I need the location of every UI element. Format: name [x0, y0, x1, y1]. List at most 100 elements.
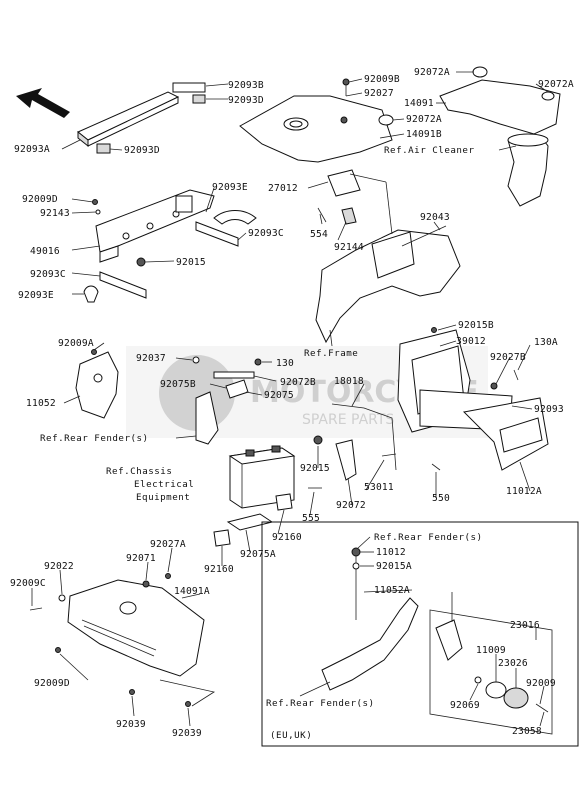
bracket-body: [95, 189, 215, 253]
cover-14091: [378, 66, 561, 207]
bolt-92043: [401, 225, 447, 247]
ref-chassis-3: Equipment: [136, 492, 190, 503]
bolt-92015B-icon: [431, 327, 437, 333]
label-11052A: 11052A: [374, 585, 410, 596]
bolt-554: [317, 207, 327, 223]
battery-terminal-icon: [245, 449, 255, 457]
lens-23026: [503, 687, 529, 709]
region-eu-uk: (EU,UK): [270, 730, 312, 741]
bolt-92009B-icon: [342, 78, 350, 86]
front-direction-arrow-icon: [16, 88, 70, 118]
bolt-130-icon: [254, 358, 262, 366]
bolt-92009A-icon: [91, 349, 97, 355]
lamp-23016: [435, 619, 463, 661]
cover-body: [239, 95, 393, 163]
bracket-edge: [99, 245, 119, 263]
bracket-hole: [146, 222, 154, 230]
label-92160-a: 92160: [272, 532, 302, 543]
label-92075A: 92075A: [240, 549, 276, 560]
label-11012A: 11012A: [506, 486, 542, 497]
rubber-bar-92093A-side: [87, 96, 179, 147]
label-49016: 49016: [30, 246, 60, 257]
label-555: 555: [302, 513, 320, 524]
clamp-92072A-mid-icon: [378, 114, 394, 126]
rubber-pad-92093B: [172, 82, 206, 93]
cover-14091B: [239, 78, 393, 163]
label-92009D-low: 92009D: [34, 678, 70, 689]
label-92143: 92143: [40, 208, 70, 219]
label-14091: 14091: [404, 98, 434, 109]
ref-chassis-1: Ref.Chassis: [106, 466, 172, 477]
ref-rear-fender-1: Ref.Rear Fender(s): [40, 433, 149, 444]
battery-case-group: [313, 327, 549, 481]
frame-group: [315, 169, 461, 344]
rubber-pad-92093D-mid: [96, 143, 111, 154]
bracket-92072: [335, 439, 357, 481]
label-92027: 92027: [364, 88, 394, 99]
mount-11052-body: [75, 351, 119, 419]
arc-pad-92093E-low: [83, 285, 99, 303]
cover-oval-hole-inner: [289, 120, 303, 128]
label-92072: 92072: [336, 500, 366, 511]
inset-frame: [261, 521, 579, 747]
ref-chassis-2: Electrical: [134, 479, 194, 490]
washer-92143-icon: [95, 209, 101, 215]
label-92015A: 92015A: [376, 561, 412, 572]
nut-92015-icon: [136, 257, 146, 267]
bracket-27012: [327, 169, 361, 197]
leader-lines: [31, 71, 549, 727]
label-92072A-right: 92072A: [538, 79, 574, 90]
bolt-92009C: [29, 607, 43, 611]
bracket-hole: [122, 232, 130, 240]
screw-130A: [513, 369, 519, 381]
label-550: 550: [432, 493, 450, 504]
frame-body: [315, 229, 461, 344]
label-39012: 39012: [456, 336, 486, 347]
eu-uk-inset: [261, 521, 579, 747]
label-23016: 23016: [510, 620, 540, 631]
clip-92037-icon: [192, 356, 200, 364]
label-92037: 92037: [136, 353, 166, 364]
rubber-pads-group: [77, 82, 206, 154]
bolt-92039-b-icon: [185, 701, 191, 707]
label-92093A: 92093A: [14, 144, 50, 155]
nut-92071-icon: [142, 580, 150, 588]
label-92072A-top: 92072A: [414, 67, 450, 78]
pin-53011: [381, 453, 397, 457]
bracket-rear-fender: [195, 391, 219, 445]
lid-panel: [499, 417, 543, 453]
label-92093C-low: 92093C: [30, 269, 66, 280]
cover-hole: [119, 601, 137, 615]
washer-92027B-icon: [490, 382, 498, 390]
label-14091A: 14091A: [174, 586, 210, 597]
bolt-92009D-low-icon: [55, 647, 61, 653]
rubber-bar-92093A: [77, 91, 180, 141]
nut-92015A-icon: [352, 562, 360, 570]
washer-92027A-icon: [165, 573, 171, 579]
ref-rear-fender-3: Ref.Rear Fender(s): [266, 698, 375, 709]
label-92009A: 92009A: [58, 338, 94, 349]
label-130-a: 130: [276, 358, 294, 369]
cover-14091A-body: [67, 579, 205, 677]
air-cleaner-duct-mouth: [507, 133, 549, 147]
label-92009C: 92009C: [10, 578, 46, 589]
label-92093: 92093: [534, 404, 564, 415]
label-554: 554: [310, 229, 328, 240]
battery-bracket-49016: [92, 189, 215, 267]
arc-pad-92093E-mid: [213, 210, 257, 225]
cover-14091-body: [439, 79, 561, 135]
label-92075: 92075: [264, 390, 294, 401]
label-11009: 11009: [476, 645, 506, 656]
hardware-center: [192, 356, 397, 471]
strap-18018: [331, 403, 397, 471]
label-92027B: 92027B: [490, 352, 526, 363]
label-92009D-top: 92009D: [22, 194, 58, 205]
pin-550: [431, 463, 441, 471]
label-92071: 92071: [126, 553, 156, 564]
label-92039-a: 92039: [116, 719, 146, 730]
battery-group: [213, 445, 322, 547]
label-92072A-mid: 92072A: [406, 114, 442, 125]
bolt-92009D-icon: [92, 199, 98, 205]
label-23058: 23058: [512, 726, 542, 737]
